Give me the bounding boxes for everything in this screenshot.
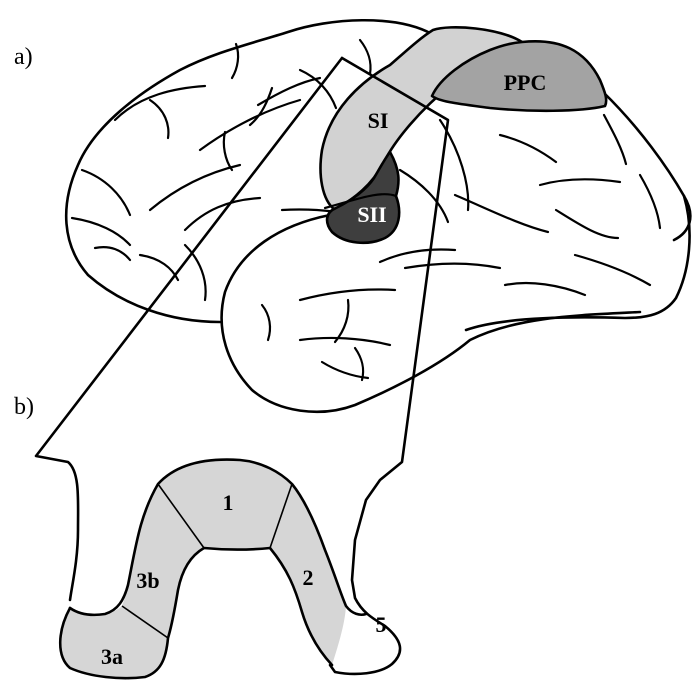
sulcus [455, 195, 548, 232]
ppc-label: PPC [504, 70, 547, 95]
sulcus [540, 179, 620, 185]
si-label: SI [368, 108, 389, 133]
sulcus [575, 255, 650, 285]
parietal-outline [603, 92, 690, 240]
sulcus [150, 100, 168, 138]
sulcus [335, 300, 348, 342]
sulcus [140, 255, 178, 280]
sulcus [500, 135, 556, 162]
sulcus [262, 305, 270, 340]
sulcus [640, 175, 660, 228]
sulcus [505, 283, 585, 295]
sulcus [405, 264, 500, 269]
sulcus [224, 132, 232, 170]
sii-label: SII [357, 202, 386, 227]
sulcus [185, 245, 206, 300]
area-1-label: 1 [223, 490, 234, 515]
sulcus [300, 338, 390, 345]
sulcus [300, 289, 395, 300]
area-2-label: 2 [303, 565, 314, 590]
sulcus [82, 170, 130, 215]
sulcus [250, 88, 272, 125]
area-3b-label: 3b [136, 568, 159, 593]
area-3a-label: 3a [101, 644, 123, 669]
sulcus [95, 247, 130, 260]
sulcus [322, 362, 368, 378]
sulcus [604, 115, 626, 164]
sulcus [380, 250, 455, 263]
occipital-outline [466, 196, 690, 330]
sulcus [556, 210, 618, 238]
area-5-label: 5 [376, 612, 387, 637]
sulcus [72, 218, 130, 245]
sulcus [440, 120, 468, 210]
